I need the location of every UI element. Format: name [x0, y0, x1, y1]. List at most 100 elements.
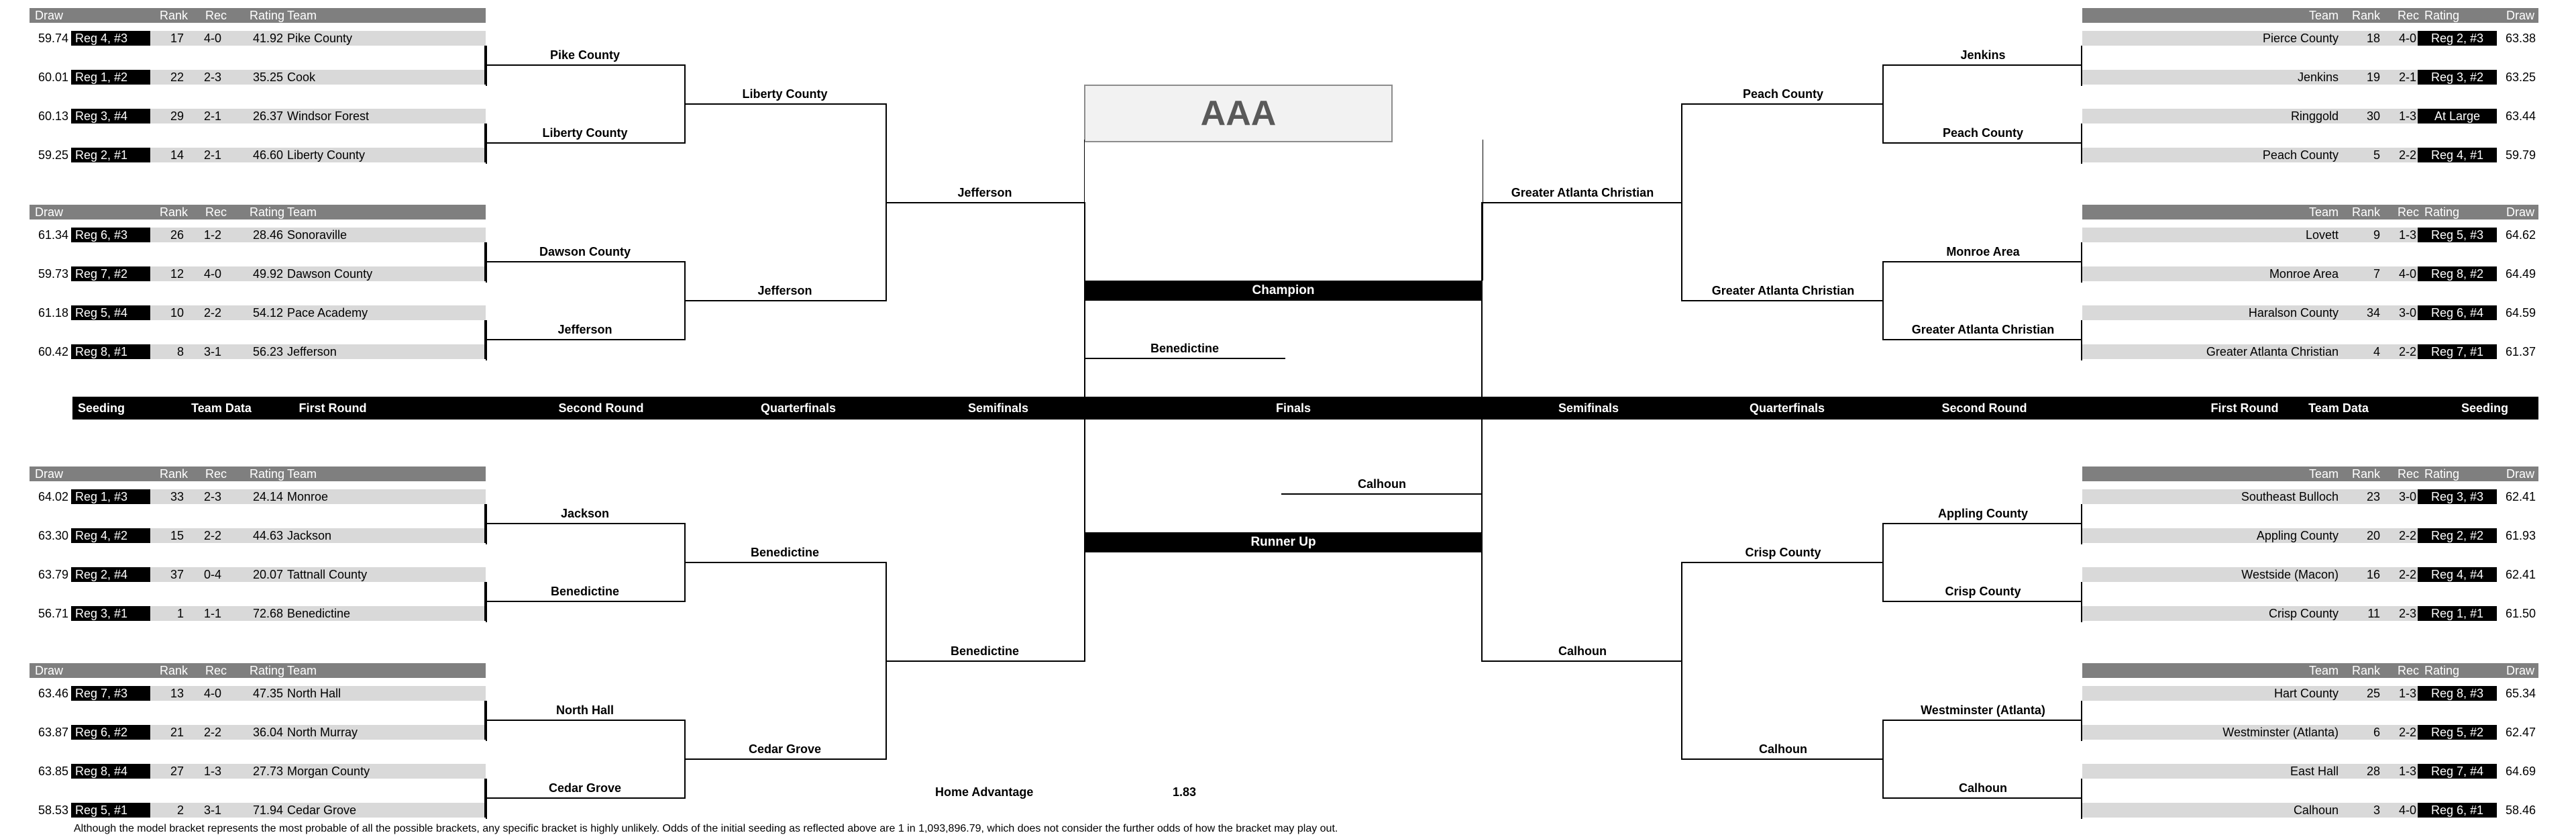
- bracket-line: [484, 124, 486, 162]
- team-name: North Hall: [287, 687, 341, 700]
- team-name: Cedar Grove: [287, 803, 357, 817]
- rank-value: 34: [2366, 306, 2380, 320]
- bracket-line: [486, 504, 487, 544]
- rank-value: 14: [170, 148, 184, 162]
- bracket-team-label: Greater Atlanta Christian: [1711, 284, 1855, 297]
- header-draw: Draw: [35, 467, 64, 481]
- record-value: 1-3: [2398, 228, 2416, 242]
- team-row[interactable]: Westminster (Atlanta)62-261.80Reg 5, #26…: [2082, 725, 2538, 740]
- record-value: 2-1: [203, 148, 221, 162]
- bracket-line: [2081, 242, 2082, 283]
- bracket-line: [486, 124, 487, 164]
- team-name: Cook: [287, 70, 316, 84]
- team-name: Hart County: [2273, 687, 2339, 700]
- rank-value: 7: [2373, 267, 2380, 281]
- rank-value: 25: [2366, 687, 2380, 700]
- header-rec: Rec: [205, 9, 227, 22]
- bracket-team-label: North Hall: [555, 703, 614, 717]
- record-value: 1-3: [2398, 687, 2416, 700]
- seed-badge: Reg 8, #3: [2418, 686, 2497, 701]
- record-value: 2-1: [2398, 70, 2416, 84]
- bracket-line: [486, 46, 487, 86]
- seed-badge: Reg 6, #2: [71, 725, 150, 740]
- bracket-line: [1682, 562, 1884, 563]
- bracket-team-label: Jefferson: [757, 284, 812, 297]
- seed-badge: Reg 2, #4: [71, 567, 150, 582]
- rating-value: 56.23: [252, 345, 283, 358]
- header-rank: Rank: [2351, 9, 2380, 22]
- record-value: 2-3: [203, 490, 221, 503]
- bracket-line: [2081, 124, 2082, 164]
- header-rec: Rec: [205, 205, 227, 219]
- team-name: Liberty County: [287, 148, 366, 162]
- seed-badge: Reg 8, #4: [71, 764, 150, 779]
- team-name: North Murray: [287, 726, 358, 739]
- bracket-line: [1884, 720, 2082, 721]
- seed-badge: Reg 6, #1: [2418, 803, 2497, 818]
- record-value: 4-0: [2398, 803, 2416, 817]
- draw-value: 64.02: [30, 489, 71, 504]
- bracket-team-label: Greater Atlanta Christian: [1911, 323, 2055, 336]
- bracket-line: [1682, 103, 1884, 105]
- bracket-team-label: Crisp County: [1945, 585, 2021, 598]
- band-teamdata-left: Team Data: [191, 401, 252, 415]
- bracket-team-label: Jenkins: [1960, 48, 2006, 62]
- bracket-line: [1884, 64, 2082, 66]
- bracket-line: [1884, 601, 2082, 602]
- header-rec: Rec: [2397, 205, 2419, 219]
- header-rating: Rating: [250, 9, 285, 22]
- seed-badge: Reg 7, #1: [2418, 344, 2497, 359]
- bracket-line: [1483, 660, 1682, 662]
- bracket-line: [484, 320, 486, 359]
- rating-value: 20.07: [252, 568, 283, 581]
- header-draw: Draw: [2506, 205, 2534, 219]
- bracket-team-label: Benedictine: [550, 585, 620, 598]
- bracket-line: [484, 701, 486, 740]
- rank-value: 21: [170, 726, 184, 739]
- header-team: Team: [287, 467, 317, 481]
- draw-value: 63.30: [30, 528, 71, 543]
- bracket-team-label: Liberty County: [542, 126, 628, 140]
- rank-value: 1: [176, 607, 184, 620]
- rank-value: 12: [170, 267, 184, 281]
- bracket-line: [486, 720, 684, 721]
- header-draw: Draw: [35, 664, 64, 677]
- header-rec: Rec: [2397, 664, 2419, 677]
- record-value: 3-1: [203, 803, 221, 817]
- team-name: Calhoun: [2293, 803, 2339, 817]
- draw-value: 60.42: [30, 344, 71, 359]
- bracket-line: [1884, 339, 2082, 340]
